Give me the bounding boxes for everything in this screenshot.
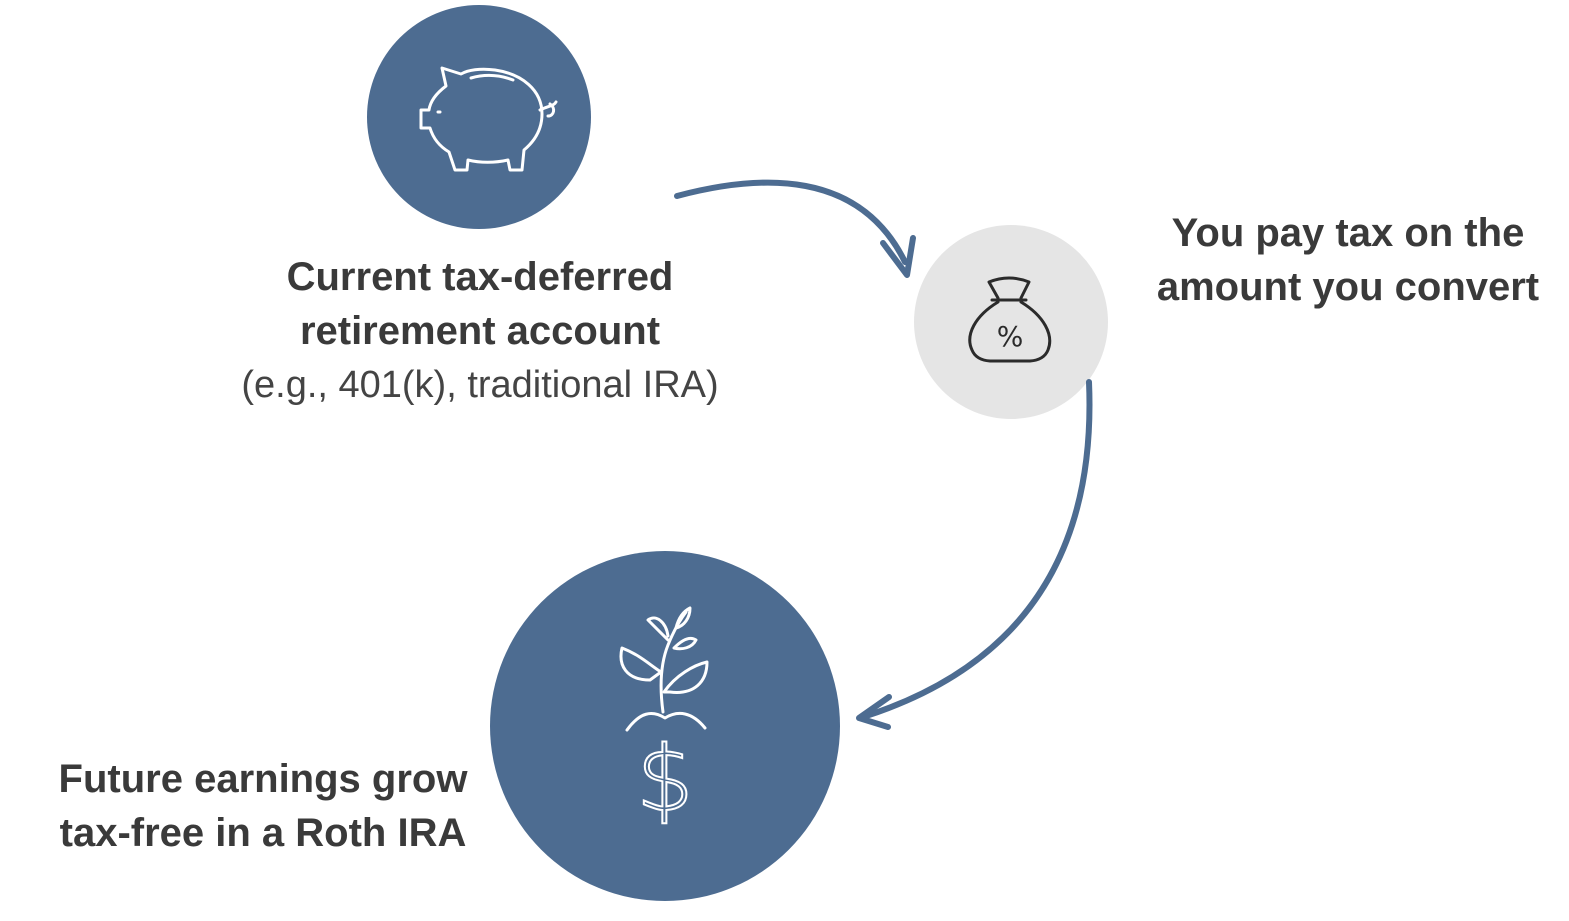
percent-glyph: % [997, 320, 1024, 353]
tax-circle [914, 225, 1108, 419]
tax-label: You pay tax on the amount you convert [1130, 206, 1566, 314]
piggy-bank-icon [419, 66, 558, 172]
current-account-circle [367, 5, 591, 229]
future-earnings-title-line2: tax-free in a Roth IRA [59, 811, 467, 855]
plant-dollar-icon [619, 606, 709, 732]
current-account-title-line2: retirement account [299, 309, 661, 353]
tax-title-line2: amount you convert [1156, 265, 1540, 309]
current-account-subtitle: (e.g., 401(k), traditional IRA) [241, 364, 719, 406]
tax-title-line1: You pay tax on the [1171, 211, 1525, 255]
future-earnings-label: Future earnings grow tax-free in a Roth … [20, 752, 506, 860]
future-earnings-title-line1: Future earnings grow [58, 757, 468, 801]
current-account-title-line1: Current tax-deferred [286, 255, 674, 299]
dollar-glyph: $ [636, 727, 693, 832]
arrow-to-roth [856, 379, 1093, 730]
roth-ira-circle [490, 551, 840, 901]
arrow-to-tax [674, 179, 916, 278]
current-account-label: Current tax-deferred retirement account … [200, 250, 760, 412]
money-bag-percent-icon [968, 276, 1052, 363]
